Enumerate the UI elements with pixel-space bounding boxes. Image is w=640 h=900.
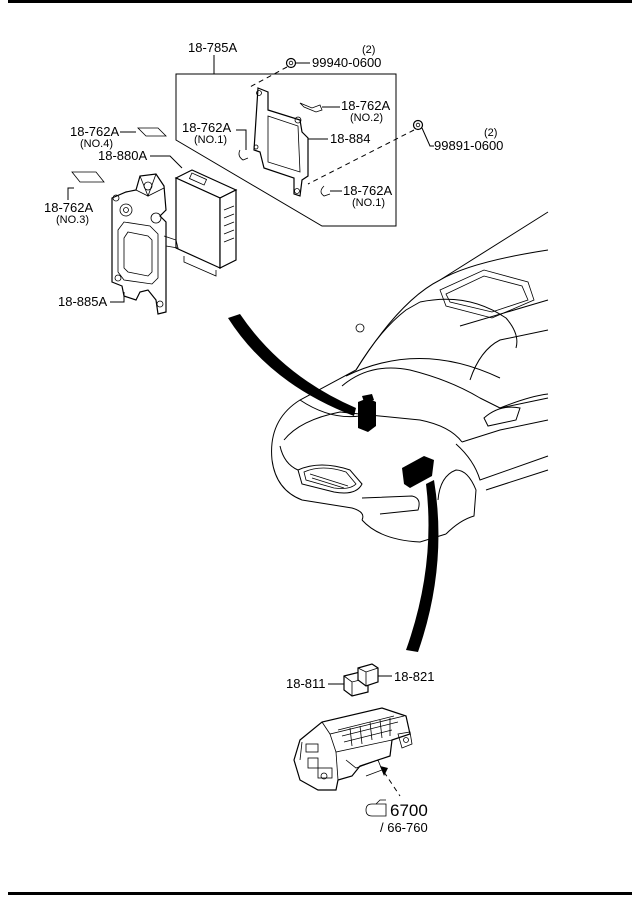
label-18-762A-no4: 18-762A xyxy=(70,124,119,139)
label-18-880A: 18-880A xyxy=(98,148,147,163)
clip-no2-icon xyxy=(299,102,323,113)
label-99940-0600: 99940-0600 xyxy=(312,55,381,70)
label-18-885A: 18-885A xyxy=(58,294,107,309)
bottom-border-rule xyxy=(8,892,632,895)
clip-no1-left-icon xyxy=(238,149,249,161)
label-18-762A-no1-left-sub: (NO.1) xyxy=(194,134,227,146)
label-18-762A-no2: 18-762A xyxy=(341,98,390,113)
label-plate-no3-icon xyxy=(71,171,105,183)
ref-6700: 6700 xyxy=(390,801,428,820)
label-18-884: 18-884 xyxy=(330,131,370,146)
relay-18-821-part xyxy=(357,663,379,687)
label-plate-no4-icon xyxy=(137,127,167,137)
label-18-821: 18-821 xyxy=(394,669,434,684)
leader-arrow-lower xyxy=(406,480,439,652)
label-99891-0600: 99891-0600 xyxy=(434,138,503,153)
bolt-99891-icon xyxy=(412,119,424,131)
bracket-18-884-part xyxy=(253,87,309,197)
label-18-811: 18-811 xyxy=(286,676,326,691)
ref-66-760: / 66-760 xyxy=(380,820,428,835)
label-18-762A-no1-left: 18-762A xyxy=(182,120,231,135)
label-18-762A-no3: 18-762A xyxy=(44,200,93,215)
control-unit-18-880A-part xyxy=(174,169,238,277)
clip-no1-right-icon xyxy=(320,185,331,197)
label-18-762A-no2-sub: (NO.2) xyxy=(350,112,383,124)
label-18-762A-no3-sub: (NO.3) xyxy=(56,214,89,226)
qty-99891: (2) xyxy=(484,127,497,139)
control-unit-location-marker xyxy=(358,394,376,432)
label-18-785A: 18-785A xyxy=(188,40,237,55)
qty-99940: (2) xyxy=(362,44,375,56)
reference-pointer-icon xyxy=(365,799,387,817)
label-18-762A-no1-right-sub: (NO.1) xyxy=(352,197,385,209)
fuse-block-part xyxy=(293,707,413,791)
bracket-assembly-frame xyxy=(175,73,397,227)
label-18-762A-no4-sub: (NO.4) xyxy=(80,138,113,150)
bracket-18-885A-part xyxy=(111,173,179,315)
relay-box-location-marker xyxy=(402,456,434,488)
label-18-762A-no1-right: 18-762A xyxy=(343,183,392,198)
top-border-rule xyxy=(8,0,632,3)
leader-arrow-upper xyxy=(228,314,356,416)
bolt-99940-icon xyxy=(285,57,297,69)
vehicle-outline xyxy=(271,211,549,543)
